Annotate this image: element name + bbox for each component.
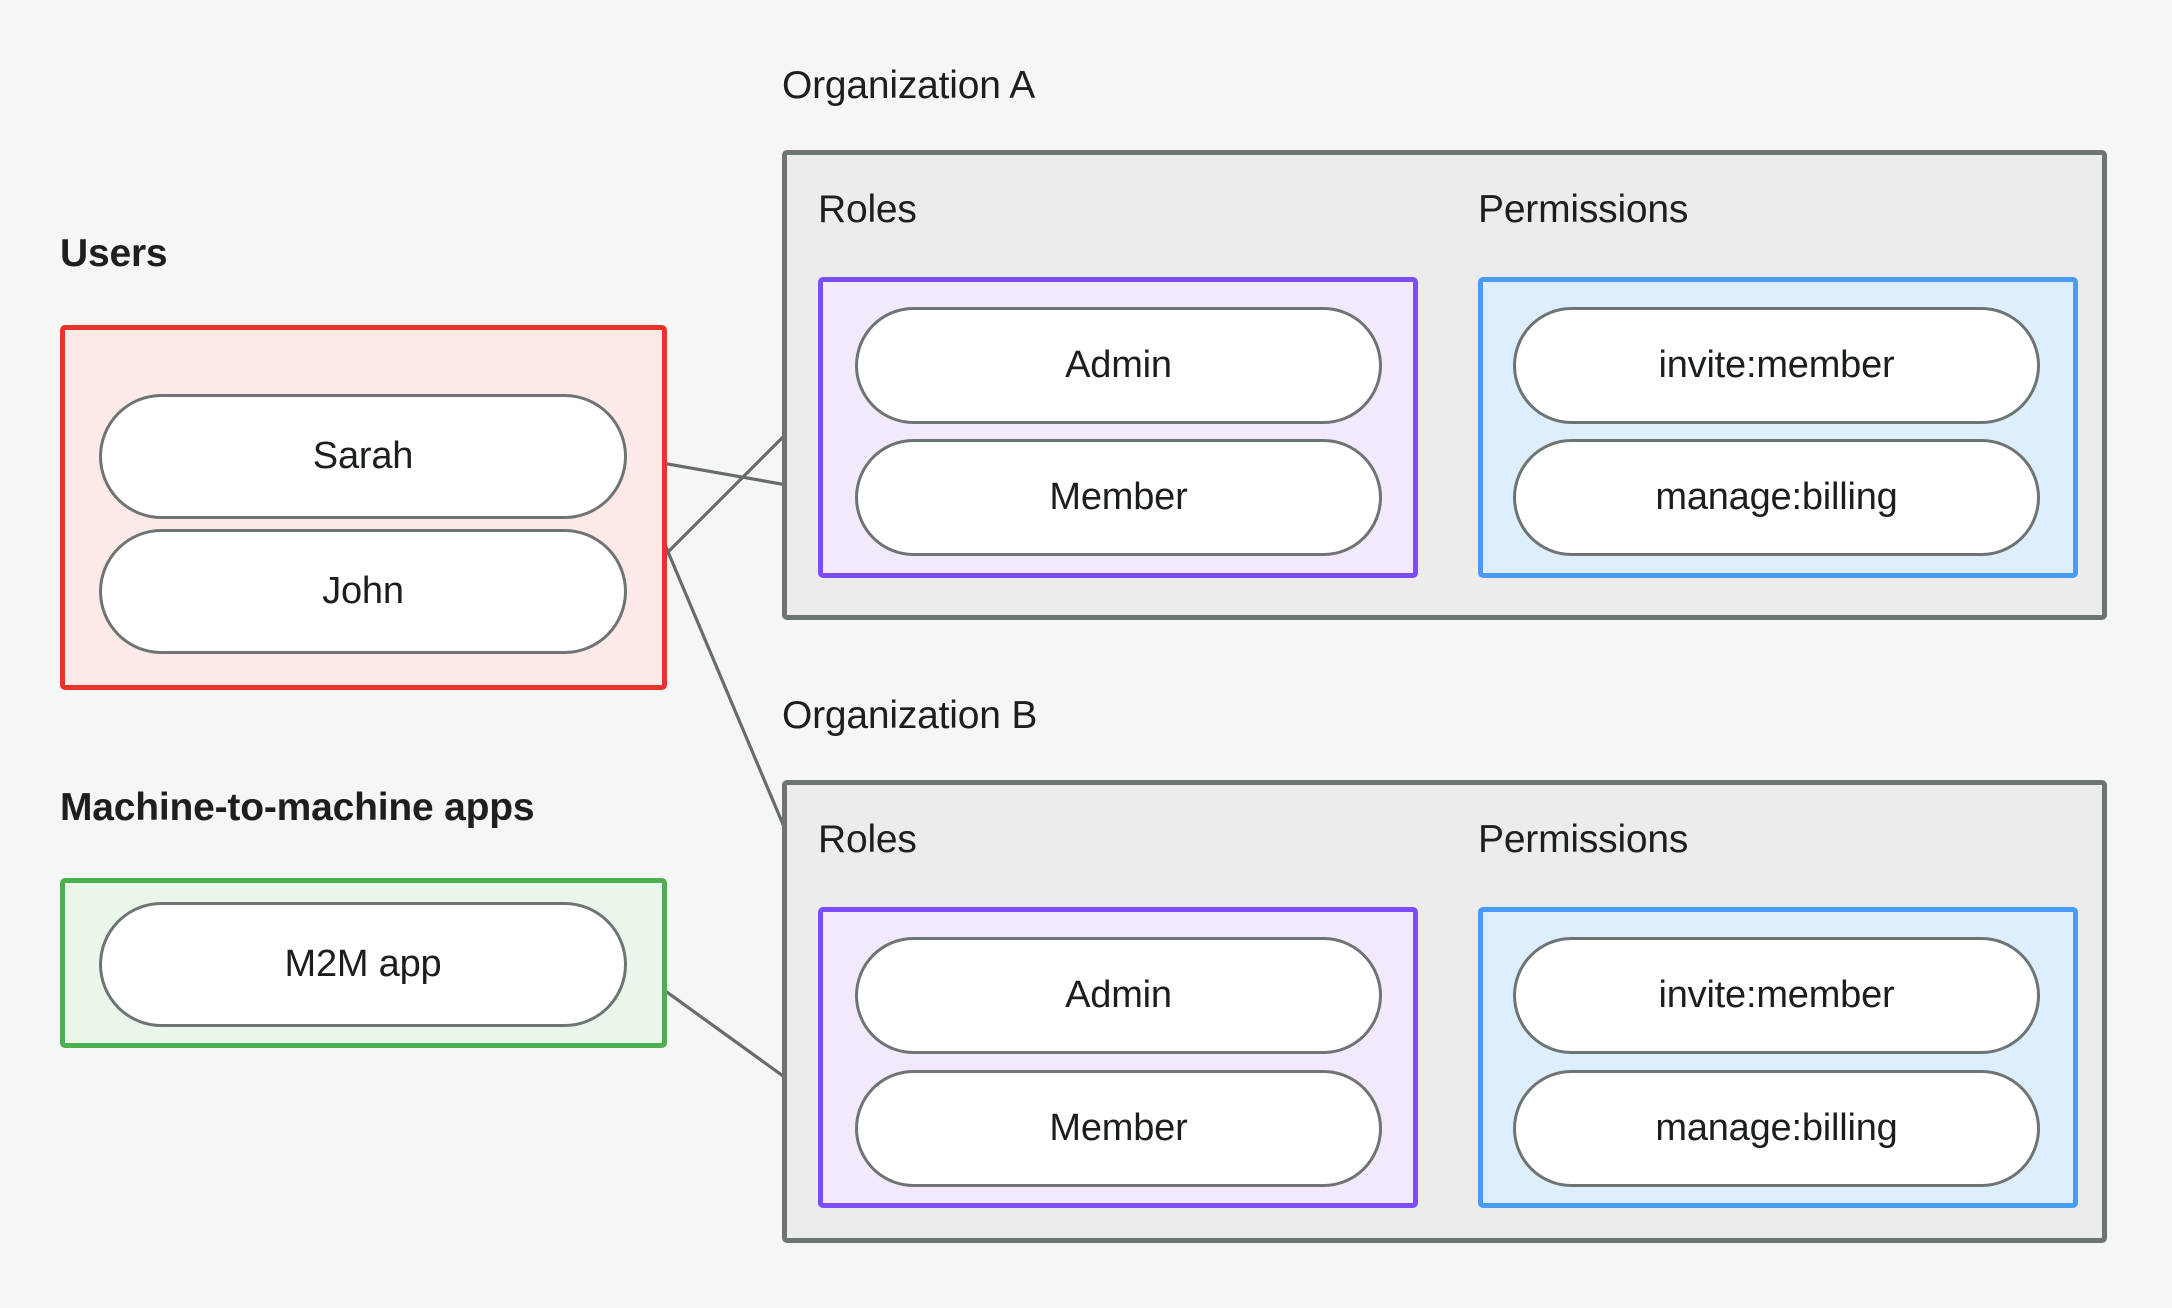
node-org-b-permission-manage-billing[interactable]: manage:billing <box>1513 1070 2040 1187</box>
node-org-a-role-member[interactable]: Member <box>855 439 1382 556</box>
node-org-b-role-member[interactable]: Member <box>855 1070 1382 1187</box>
node-m2m-app[interactable]: M2M app <box>99 902 627 1027</box>
users-group-title: Users <box>60 232 168 275</box>
node-user-john[interactable]: John <box>99 529 627 654</box>
node-org-a-permission-invite-member[interactable]: invite:member <box>1513 307 2040 424</box>
node-org-a-role-admin[interactable]: Admin <box>855 307 1382 424</box>
node-org-b-role-admin[interactable]: Admin <box>855 937 1382 1054</box>
org-b-permissions-label: Permissions <box>1478 818 1689 861</box>
org-b-roles-label: Roles <box>818 818 917 861</box>
node-user-sarah[interactable]: Sarah <box>99 394 627 519</box>
org-a-permissions-label: Permissions <box>1478 188 1689 231</box>
node-org-a-permission-manage-billing[interactable]: manage:billing <box>1513 439 2040 556</box>
org-a-title: Organization A <box>782 64 1036 107</box>
m2m-group-title: Machine-to-machine apps <box>60 786 535 829</box>
org-b-title: Organization B <box>782 694 1038 737</box>
org-a-roles-label: Roles <box>818 188 917 231</box>
node-org-b-permission-invite-member[interactable]: invite:member <box>1513 937 2040 1054</box>
